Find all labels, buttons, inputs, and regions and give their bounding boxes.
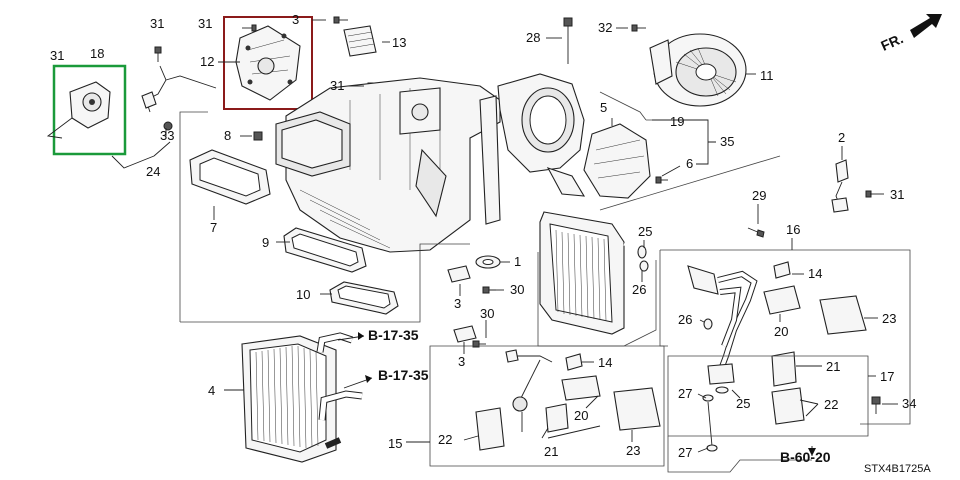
wire-harness xyxy=(145,65,217,113)
part-22-pad-lower xyxy=(475,407,505,451)
part-21-pad-lower xyxy=(545,403,569,433)
part-23-pad-lower xyxy=(613,387,661,431)
callout-21[interactable]: 21 xyxy=(826,359,840,374)
callout-21[interactable]: 21 xyxy=(544,444,558,459)
callout-5[interactable]: 5 xyxy=(600,100,607,115)
reference-label-upper[interactable]: B-17-35 xyxy=(368,327,419,343)
callout-10[interactable]: 10 xyxy=(296,287,310,302)
callout-12[interactable]: 12 xyxy=(200,54,214,69)
reference-label-lower[interactable]: B-17-35 xyxy=(378,367,429,383)
screw-icons xyxy=(154,16,881,414)
callout-25[interactable]: 25 xyxy=(638,224,652,239)
part-22-pad-right xyxy=(771,387,805,425)
part-1-grommet[interactable] xyxy=(475,255,501,269)
callout-4[interactable]: 4 xyxy=(208,383,215,398)
part-5-cover[interactable] xyxy=(583,123,651,199)
callout-26[interactable]: 26 xyxy=(632,282,646,297)
callout-31[interactable]: 31 xyxy=(150,16,164,31)
part-2-sensor[interactable] xyxy=(831,159,849,213)
ref-arrow-lower xyxy=(365,375,372,383)
callout-24[interactable]: 24 xyxy=(146,164,160,179)
callout-22[interactable]: 22 xyxy=(824,397,838,412)
ref-arrow-upper xyxy=(358,332,364,340)
callout-13[interactable]: 13 xyxy=(392,35,406,50)
callout-17[interactable]: 17 xyxy=(880,369,894,384)
callout-7[interactable]: 7 xyxy=(210,220,217,235)
connector-icon xyxy=(141,91,157,109)
part-14-clip-right xyxy=(773,261,791,279)
callout-23[interactable]: 23 xyxy=(882,311,896,326)
callout-29[interactable]: 29 xyxy=(752,188,766,203)
callout-31[interactable]: 31 xyxy=(890,187,904,202)
callout-27[interactable]: 27 xyxy=(678,386,692,401)
callout-1[interactable]: 1 xyxy=(514,254,521,269)
part-blower-housing[interactable] xyxy=(497,73,586,197)
callout-11[interactable]: 11 xyxy=(760,68,774,83)
callout-28[interactable]: 28 xyxy=(526,30,540,45)
callout-31[interactable]: 31 xyxy=(198,16,212,31)
callout-8[interactable]: 8 xyxy=(224,128,231,143)
callout-25[interactable]: 25 xyxy=(736,396,750,411)
reference-label-bottom[interactable]: B-60-20 xyxy=(780,449,831,465)
part-7-seal[interactable] xyxy=(189,149,271,205)
callout-3[interactable]: 3 xyxy=(454,296,461,311)
callout-16[interactable]: 16 xyxy=(786,222,800,237)
direction-label: FR. xyxy=(878,30,905,54)
callout-14[interactable]: 14 xyxy=(808,266,822,281)
part-20-pad-lower xyxy=(561,375,601,401)
callout-33[interactable]: 33 xyxy=(160,128,174,143)
highlight-box-12[interactable] xyxy=(223,16,313,110)
part-4-heater-core[interactable] xyxy=(241,332,363,463)
leader-lines xyxy=(111,19,898,456)
part-20-pad-right xyxy=(763,285,801,315)
callout-35[interactable]: 35 xyxy=(720,134,734,149)
callout-9[interactable]: 9 xyxy=(262,235,269,250)
ref-arrow-bottom xyxy=(808,448,816,456)
part-3-clip-upper[interactable] xyxy=(447,265,471,283)
front-direction-arrow-icon xyxy=(910,14,942,38)
part-18-motor[interactable] xyxy=(46,81,111,139)
part-12-motor[interactable] xyxy=(235,25,301,101)
group-outlines xyxy=(179,91,911,473)
callout-30[interactable]: 30 xyxy=(510,282,524,297)
insulation-pads[interactable] xyxy=(475,261,867,451)
callout-31[interactable]: 31 xyxy=(50,48,64,63)
part-hvac-unit-body[interactable] xyxy=(275,77,501,253)
callout-labels: 31 18 31 31 12 3 13 31 28 32 11 33 24 8 … xyxy=(50,12,916,460)
callout-19[interactable]: 19 xyxy=(670,114,684,129)
callout-3[interactable]: 3 xyxy=(458,354,465,369)
part-9-seal[interactable] xyxy=(283,227,367,273)
callout-22[interactable]: 22 xyxy=(438,432,452,447)
part-evaporator-core[interactable] xyxy=(539,211,625,335)
callout-6[interactable]: 6 xyxy=(686,156,693,171)
part-11-blower-motor[interactable] xyxy=(649,33,747,107)
callout-23[interactable]: 23 xyxy=(626,443,640,458)
callout-15[interactable]: 15 xyxy=(388,436,402,451)
callout-20[interactable]: 20 xyxy=(774,324,788,339)
diagram-code: STX4B1725A xyxy=(864,463,931,475)
part-21-pad-right xyxy=(771,351,797,387)
callout-26[interactable]: 26 xyxy=(678,312,692,327)
callout-27[interactable]: 27 xyxy=(678,445,692,460)
part-3-clip-lower[interactable] xyxy=(453,325,477,343)
callout-2[interactable]: 2 xyxy=(838,130,845,145)
part-14-clip-lower xyxy=(565,353,583,371)
part-13-resistor[interactable] xyxy=(343,25,377,57)
callout-34[interactable]: 34 xyxy=(902,396,916,411)
callout-30[interactable]: 30 xyxy=(480,306,494,321)
callout-3[interactable]: 3 xyxy=(292,12,299,27)
callout-31[interactable]: 31 xyxy=(330,78,344,93)
callout-20[interactable]: 20 xyxy=(574,408,588,423)
highlight-box-18[interactable] xyxy=(52,64,127,156)
callout-32[interactable]: 32 xyxy=(598,20,612,35)
callout-18[interactable]: 18 xyxy=(90,46,104,61)
part-10-seal[interactable] xyxy=(329,281,399,315)
part-23-pad-right xyxy=(819,295,867,335)
callout-14[interactable]: 14 xyxy=(598,355,612,370)
